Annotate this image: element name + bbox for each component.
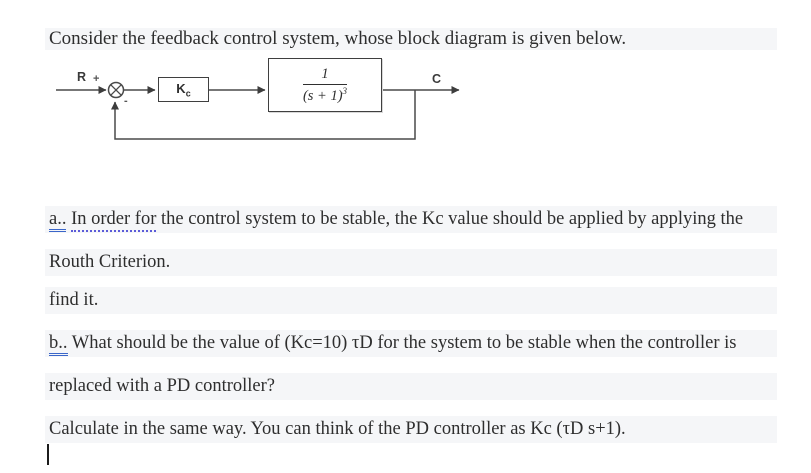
plus-sign: +: [93, 73, 100, 85]
block-diagram-svg: [56, 81, 460, 140]
paragraph-a-line2-text: Routh Criterion.: [49, 252, 171, 272]
title-line[interactable]: Consider the feedback control system, wh…: [45, 28, 777, 50]
paragraph-a-text: the control system to be stable, the Kc …: [156, 209, 744, 229]
output-signal-label: C: [432, 72, 442, 86]
transfer-function: 1 (s + 1)3: [302, 66, 348, 104]
calculate-line[interactable]: Calculate in the same way. You can think…: [45, 416, 777, 443]
find-it-text: find it.: [49, 290, 99, 310]
controller-block: Kc: [158, 77, 209, 102]
transfer-function-numerator: 1: [302, 66, 348, 85]
input-signal-label: R: [77, 70, 87, 84]
paragraph-a-line2[interactable]: Routh Criterion.: [45, 249, 777, 276]
calculate-text: Calculate in the same way. You can think…: [49, 419, 626, 439]
grammar-flagged-phrase: In order for: [71, 209, 157, 232]
paragraph-b-line1[interactable]: b.. What should be the value of (Kc=10) …: [45, 330, 777, 357]
item-b-marker: b..: [49, 333, 68, 356]
controller-gain-label: Kc: [176, 80, 191, 99]
summing-junction: [107, 81, 125, 99]
transfer-function-denominator: (s + 1)3: [302, 85, 348, 104]
page-title: Consider the feedback control system, wh…: [49, 28, 627, 49]
plant-block: 1 (s + 1)3: [268, 58, 382, 112]
paragraph-b-line2-text: replaced with a PD controller?: [49, 376, 276, 396]
block-diagram: R + - Kc 1 (s + 1)3 C: [40, 52, 490, 152]
minus-sign: -: [124, 95, 128, 107]
paragraph-b-line2[interactable]: replaced with a PD controller?: [45, 373, 777, 400]
item-a-marker: a..: [49, 209, 67, 232]
feedback-path: [111, 90, 416, 140]
text-cursor: [47, 444, 49, 465]
paragraph-b-text: What should be the value of (Kc=10) τD f…: [67, 333, 737, 353]
find-it-line[interactable]: find it.: [45, 287, 777, 314]
paragraph-a-line1[interactable]: a.. In order for the control system to b…: [45, 206, 777, 233]
